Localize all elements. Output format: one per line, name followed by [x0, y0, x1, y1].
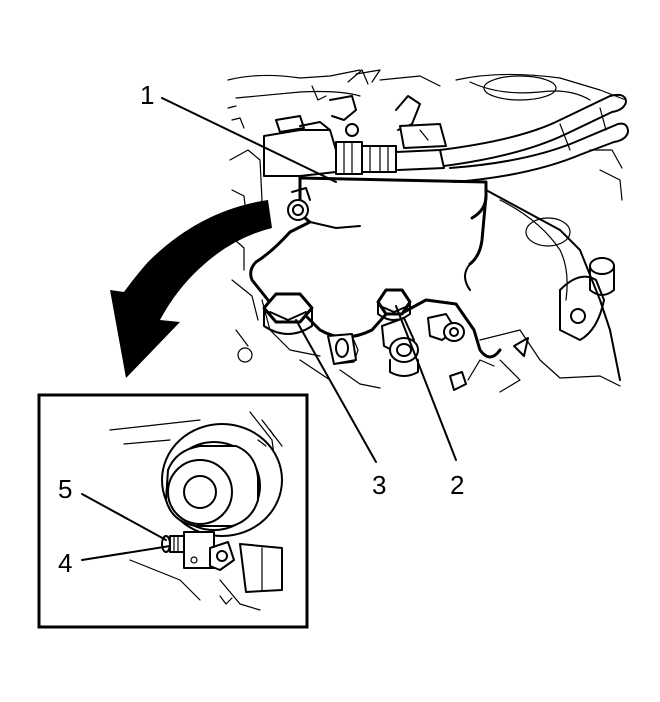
callout-2: 2 — [450, 470, 464, 500]
fuel-pump-cover — [249, 176, 502, 365]
leader-lines — [81, 97, 457, 561]
callout-4: 4 — [58, 548, 72, 578]
pump-fittings — [381, 313, 465, 377]
fuel-line-fittings — [263, 69, 447, 177]
engine-background — [225, 69, 629, 393]
top-left-bolt — [287, 187, 311, 221]
callout-1: 1 — [140, 80, 154, 110]
bolt-3 — [262, 292, 314, 335]
detail-inset — [37, 393, 309, 629]
callout-3: 3 — [372, 470, 386, 500]
callout-5: 5 — [58, 474, 72, 504]
detail-view-arrow — [110, 200, 272, 378]
bolt-2 — [376, 288, 412, 321]
